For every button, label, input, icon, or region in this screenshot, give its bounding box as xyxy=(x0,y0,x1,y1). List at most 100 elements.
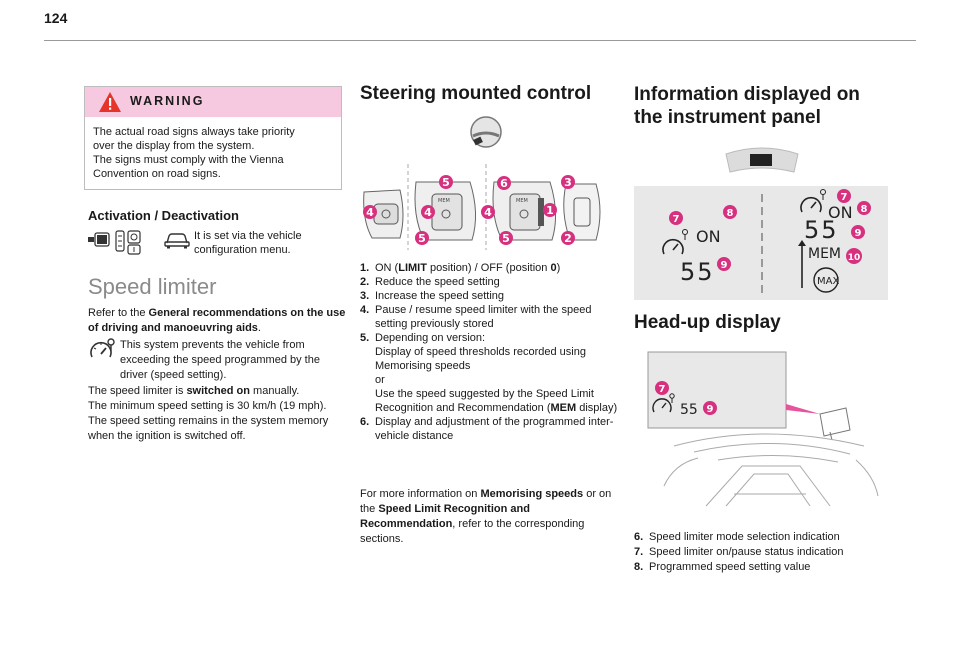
item-number: 8. xyxy=(634,561,644,573)
warning-box: WARNING The actual road signs always tak… xyxy=(84,86,342,190)
hud-speed: 55 xyxy=(680,402,698,418)
warning-line: over the display from the system. xyxy=(93,140,255,152)
svg-text:9: 9 xyxy=(721,260,728,271)
steering-list: 1.ON (LIMIT position) / OFF (position 0)… xyxy=(360,261,618,443)
refer-paragraph: Refer to the General recommendations on … xyxy=(88,306,346,336)
instrument-heading-line: Information displayed on xyxy=(634,84,860,105)
warning-line: The signs must comply with the Vienna xyxy=(93,154,284,166)
item-text: Pause / resume speed limiter with the sp… xyxy=(375,304,592,330)
item-text: position) / OFF (position xyxy=(426,262,551,274)
svg-text:4: 4 xyxy=(366,206,374,219)
svg-text:5: 5 xyxy=(418,232,426,245)
item-text: ) xyxy=(556,262,561,274)
item-text: Speed limiter mode selection indication xyxy=(649,531,840,543)
item-text: Display and adjustment of the programmed… xyxy=(375,416,614,442)
item-text: Depending on version: xyxy=(375,332,486,344)
list-item: 7. Speed limiter on/pause status indicati… xyxy=(634,545,904,559)
svg-text:1: 1 xyxy=(546,204,554,217)
svg-text:9: 9 xyxy=(707,404,714,415)
page-number: 124 xyxy=(44,10,68,26)
warning-triangle-icon xyxy=(99,92,121,112)
svg-text:5: 5 xyxy=(442,176,450,189)
refer-prefix: Refer to the xyxy=(88,307,149,319)
warning-title: WARNING xyxy=(130,94,205,108)
instrument-panel-figure: ON 55 ON 55 MEM MAX 7 8 9 7 8 9 10 xyxy=(634,147,888,300)
switched-bold: switched on xyxy=(186,385,250,397)
list-item: 8. Programmed speed setting value xyxy=(634,560,904,574)
item-bold: MEM xyxy=(550,402,577,414)
warning-line: Convention on road signs. xyxy=(93,168,221,180)
svg-text:7: 7 xyxy=(659,384,666,395)
more-prefix: For more information on xyxy=(360,488,481,500)
svg-text:MEM: MEM xyxy=(516,198,528,204)
svg-text:4: 4 xyxy=(484,206,492,219)
item-text: Display of speed thresholds recorded usi… xyxy=(375,346,586,372)
on-label-right: ON xyxy=(828,203,853,222)
activation-text: It is set via the vehicle configuration … xyxy=(194,230,302,256)
warning-line: The actual road signs always take priori… xyxy=(93,126,295,138)
svg-text:7: 7 xyxy=(673,214,680,225)
list-item: 4. Pause / resume speed limiter with the … xyxy=(360,303,618,331)
item-number: 5. xyxy=(360,332,370,344)
item-number: 2. xyxy=(360,276,370,288)
item-text: Speed limiter on/pause status indication xyxy=(649,546,844,558)
hud-heading: Head-up display xyxy=(634,312,781,333)
item-number: 6. xyxy=(634,531,644,543)
item-text: Reduce the speed setting xyxy=(375,276,500,288)
item-text-part: display) xyxy=(576,402,618,414)
list-item: 5. Depending on version: Display of speed … xyxy=(360,331,618,415)
switched-prefix: The speed limiter is xyxy=(88,385,187,397)
header-rule xyxy=(44,40,916,41)
svg-text:4: 4 xyxy=(424,206,432,219)
max-label: MAX xyxy=(817,276,839,287)
more-bold: Speed Limit Recognition and Recommendati… xyxy=(360,503,530,530)
switched-suffix: manually. xyxy=(250,385,300,397)
min-speed-line: The minimum speed setting is 30 km/h (19… xyxy=(88,400,327,412)
svg-text:8: 8 xyxy=(861,204,868,215)
refer-suffix: . xyxy=(257,322,261,334)
instrument-heading: Information displayed on the instrument … xyxy=(634,83,904,129)
item-text: Programmed speed setting value xyxy=(649,561,811,573)
list-item: 6. Speed limiter mode selection indicatio… xyxy=(634,530,904,544)
more-mid: or on the xyxy=(360,488,612,515)
speed-limiter-details: The speed limiter is switched on manuall… xyxy=(88,368,346,444)
more-info-paragraph: For more information on Memorising speed… xyxy=(360,487,612,547)
more-bold: Memorising speeds xyxy=(480,488,584,500)
steering-heading: Steering mounted control xyxy=(360,83,592,104)
car-settings-icon xyxy=(164,233,190,249)
svg-text:6: 6 xyxy=(500,177,508,190)
item-text: or xyxy=(375,374,385,386)
activation-heading: Activation / Deactivation xyxy=(88,208,239,223)
item-text-part: Use the speed suggested by the Speed Lim… xyxy=(375,388,594,414)
switched-on-line: The speed limiter is switched on manuall… xyxy=(88,384,346,399)
list-item: 2. Reduce the speed setting xyxy=(360,275,618,289)
warning-header: WARNING xyxy=(85,87,341,117)
item-number: 4. xyxy=(360,304,370,316)
speed-limiter-heading: Speed limiter xyxy=(88,274,217,299)
info-list: 6. Speed limiter mode selection indicatio… xyxy=(634,530,904,574)
item-text: ON ( xyxy=(375,262,399,274)
svg-text:9: 9 xyxy=(855,228,862,239)
item-number: 7. xyxy=(634,546,644,558)
speed-value: 55 xyxy=(680,258,715,286)
svg-text:8: 8 xyxy=(727,208,734,219)
item-bold: LIMIT xyxy=(398,262,427,274)
svg-text:7: 7 xyxy=(841,192,848,203)
item-number: 3. xyxy=(360,290,370,302)
speed-limiter-icon xyxy=(90,338,115,358)
remains-line: The speed setting remains in the system … xyxy=(88,415,329,442)
mem-label: MEM xyxy=(808,246,841,262)
steering-controls-figure: MEM MEM 4 4 4 5 5 5 6 3 1 2 xyxy=(363,116,601,250)
svg-text:5: 5 xyxy=(502,232,510,245)
svg-text:2: 2 xyxy=(564,232,572,245)
head-up-display-figure: 55 7 9 xyxy=(647,351,879,507)
speed-value-right: 55 xyxy=(804,216,839,244)
refer-link: General recommendations on the use of dr… xyxy=(88,307,346,334)
steering-controls-icon xyxy=(88,230,141,255)
more-suffix: , refer to the corresponding sections. xyxy=(360,518,585,545)
list-item: 6. Display and adjustment of the programm… xyxy=(360,415,618,443)
item-text: Increase the speed setting xyxy=(375,290,505,302)
item-number: 6. xyxy=(360,416,370,428)
svg-text:10: 10 xyxy=(848,253,861,263)
item-number: 1. xyxy=(360,262,370,274)
